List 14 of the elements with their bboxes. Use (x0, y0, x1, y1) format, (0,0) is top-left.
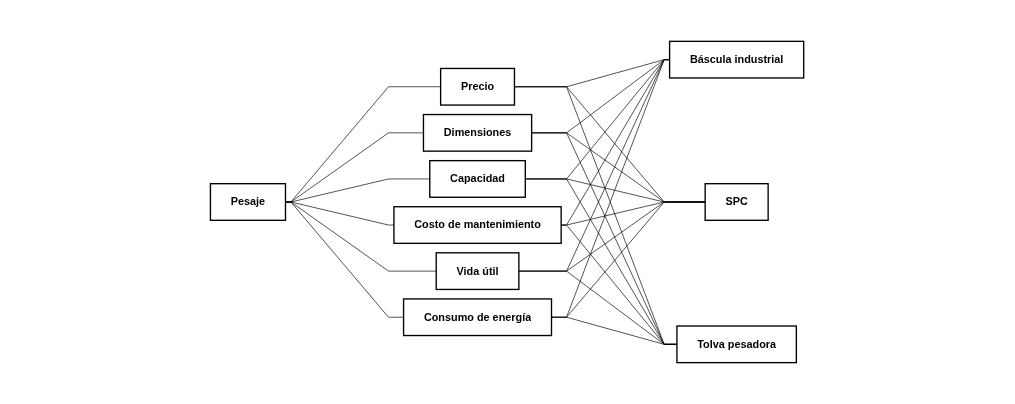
connector (285, 201, 405, 318)
node-box: Báscula industrial (669, 40, 805, 79)
connector (525, 178, 678, 345)
node-box: Precio (440, 67, 516, 106)
node-box: Vida útil (435, 252, 520, 291)
node-box: Costo de mantenimiento (393, 206, 563, 244)
node-box: Pesaje (210, 183, 287, 221)
connector (514, 86, 678, 345)
node-box: Tolva pesadora (676, 325, 798, 364)
node-box: Capacidad (429, 159, 527, 198)
node-box: Dimensiones (423, 113, 533, 152)
connector (551, 316, 678, 345)
node-box: SPC (704, 183, 770, 221)
node-box: Consumo de energía (403, 298, 553, 337)
